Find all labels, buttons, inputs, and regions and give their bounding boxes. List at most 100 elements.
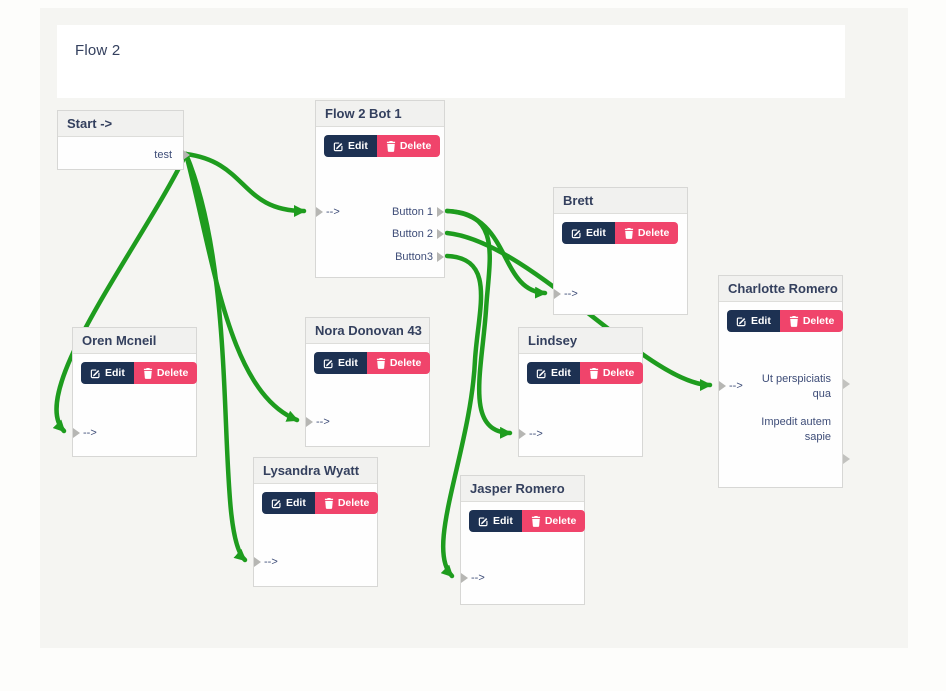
trash-icon: [386, 140, 395, 152]
input-port[interactable]: -->: [316, 204, 340, 220]
input-port-label: -->: [471, 572, 485, 584]
port-arrow-icon: [73, 428, 80, 438]
port-arrow-icon: [183, 150, 190, 160]
port-arrow-icon: [519, 429, 526, 439]
trash-icon: [589, 367, 598, 379]
node-lindsey[interactable]: Lindsey Edit Delete -->: [518, 327, 644, 457]
node-jasper-romero[interactable]: Jasper Romero Edit Delete -->: [460, 475, 586, 605]
input-port-label: -->: [264, 556, 278, 568]
output-port-label: Button3: [395, 251, 433, 263]
edit-pencil-icon: [536, 368, 546, 378]
node-brett[interactable]: Brett Edit Delete -->: [553, 187, 688, 315]
output-port-label: Button 2: [392, 228, 433, 240]
output-port-button1[interactable]: Button 1: [392, 204, 444, 220]
edit-button[interactable]: Edit: [469, 510, 522, 532]
node-oren-mcneil[interactable]: Oren Mcneil Edit Delete -->: [72, 327, 198, 457]
node-oren-title: Oren Mcneil: [73, 328, 196, 354]
edit-button-label: Edit: [551, 367, 571, 379]
delete-button-label: Delete: [389, 357, 422, 369]
delete-button[interactable]: Delete: [579, 362, 644, 384]
port-arrow-icon: [719, 381, 726, 391]
delete-button[interactable]: Delete: [376, 135, 441, 157]
edit-button[interactable]: Edit: [562, 222, 615, 244]
trash-icon: [324, 497, 333, 509]
port-arrow-icon: [437, 207, 444, 217]
node-flow2bot1-title: Flow 2 Bot 1: [316, 101, 444, 127]
input-port[interactable]: -->: [719, 378, 743, 394]
edit-button-label: Edit: [105, 367, 125, 379]
delete-button-label: Delete: [544, 515, 577, 527]
edit-pencil-icon: [271, 498, 281, 508]
output-port-label: Button 1: [392, 206, 433, 218]
edit-button[interactable]: Edit: [314, 352, 367, 374]
edit-pencil-icon: [571, 228, 581, 238]
input-port[interactable]: -->: [554, 286, 578, 302]
edit-button[interactable]: Edit: [527, 362, 580, 384]
input-port-label: -->: [326, 206, 340, 218]
edit-button[interactable]: Edit: [81, 362, 134, 384]
input-port-label: -->: [83, 427, 97, 439]
input-port[interactable]: -->: [73, 425, 97, 441]
input-port-label: -->: [564, 288, 578, 300]
input-port-label: -->: [729, 380, 743, 392]
flow-header-card: Flow 2: [57, 25, 845, 98]
edit-pencil-icon: [90, 368, 100, 378]
node-charlotte-romero[interactable]: Charlotte Romero Edit Delete --> Ut pers…: [718, 275, 850, 488]
node-nora-donovan[interactable]: Nora Donovan 43 Edit Delete -->: [305, 317, 431, 447]
input-port-label: -->: [529, 428, 543, 440]
edit-pencil-icon: [323, 358, 333, 368]
port-arrow-icon: [254, 557, 261, 567]
trash-icon: [531, 515, 540, 527]
node-nora-title: Nora Donovan 43: [306, 318, 429, 344]
port-arrow-icon: [843, 454, 850, 464]
port-arrow-icon: [437, 229, 444, 239]
edit-button[interactable]: Edit: [727, 310, 780, 332]
edit-pencil-icon: [736, 316, 746, 326]
node-flow2bot1[interactable]: Flow 2 Bot 1 Edit Delete --> Button 1 Bu…: [315, 100, 445, 278]
trash-icon: [789, 315, 798, 327]
input-port[interactable]: -->: [306, 414, 330, 430]
edit-button-label: Edit: [286, 497, 306, 509]
edit-button-label: Edit: [586, 227, 606, 239]
output-ports-block: Ut perspiciatis qua Impedit autem sapie: [761, 372, 831, 445]
delete-button[interactable]: Delete: [521, 510, 586, 532]
delete-button-label: Delete: [602, 367, 635, 379]
delete-button[interactable]: Delete: [779, 310, 844, 332]
page-title: Flow 2: [75, 42, 121, 59]
node-brett-title: Brett: [554, 188, 687, 214]
input-port[interactable]: -->: [254, 554, 278, 570]
node-lysandra-title: Lysandra Wyatt: [254, 458, 377, 484]
output-port-ut-perspiciatis[interactable]: Ut perspiciatis qua: [761, 373, 831, 400]
edit-button[interactable]: Edit: [262, 492, 315, 514]
delete-button-label: Delete: [399, 140, 432, 152]
trash-icon: [376, 357, 385, 369]
node-jasper-title: Jasper Romero: [461, 476, 584, 502]
delete-button[interactable]: Delete: [366, 352, 431, 374]
edit-pencil-icon: [333, 141, 343, 151]
output-port-button2[interactable]: Button 2: [392, 226, 444, 242]
edit-button-label: Edit: [493, 515, 513, 527]
port-arrow-icon: [316, 207, 323, 217]
output-port-impedit-autem[interactable]: Impedit autem sapie: [761, 416, 831, 443]
delete-button-label: Delete: [802, 315, 835, 327]
output-port-button3[interactable]: Button3: [395, 249, 444, 265]
node-start[interactable]: Start -> test: [57, 110, 190, 170]
delete-button-label: Delete: [637, 227, 670, 239]
delete-button[interactable]: Delete: [314, 492, 379, 514]
node-charlotte-title: Charlotte Romero: [719, 276, 842, 302]
delete-button[interactable]: Delete: [614, 222, 679, 244]
port-arrow-icon: [554, 289, 561, 299]
output-port-test[interactable]: test: [154, 147, 190, 163]
input-port-label: -->: [316, 416, 330, 428]
edit-button-label: Edit: [338, 357, 358, 369]
edit-button[interactable]: Edit: [324, 135, 377, 157]
input-port[interactable]: -->: [519, 426, 543, 442]
node-lysandra-wyatt[interactable]: Lysandra Wyatt Edit Delete -->: [253, 457, 379, 587]
port-arrow-icon: [843, 379, 850, 389]
delete-button[interactable]: Delete: [133, 362, 198, 384]
input-port[interactable]: -->: [461, 570, 485, 586]
edit-pencil-icon: [478, 516, 488, 526]
edit-button-label: Edit: [751, 315, 771, 327]
edit-button-label: Edit: [348, 140, 368, 152]
